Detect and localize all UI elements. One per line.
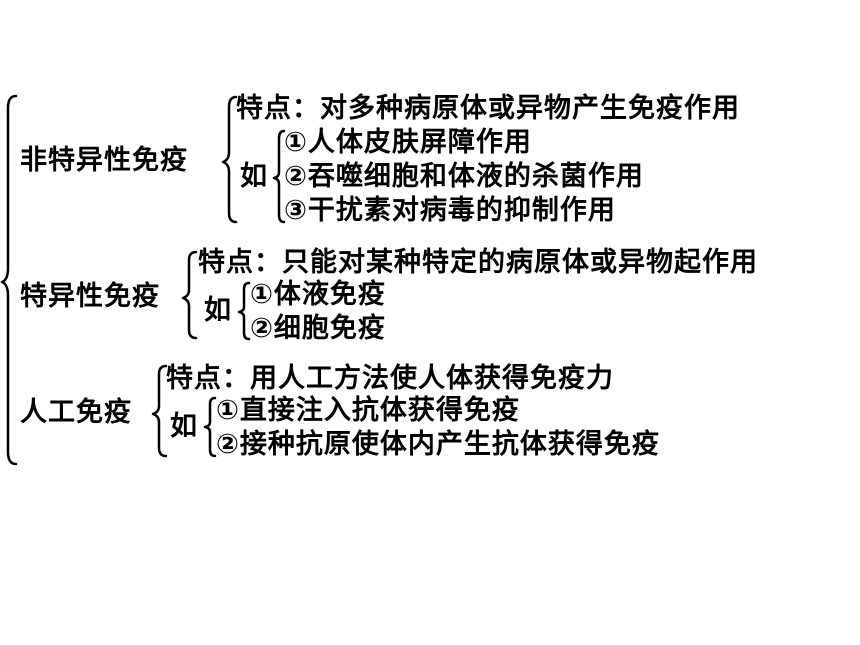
artificial-example-2: ②接种抗原使体内产生抗体获得免疫 [216,429,660,460]
nonspecific-example-1: ①人体皮肤屏障作用 [284,127,532,158]
artificial-label: 人工免疫 [20,397,132,428]
artificial-brace [151,364,168,458]
artificial-feature: 特点：用人工方法使人体获得免疫力 [166,363,614,394]
nonspecific-ru-label: 如 [240,161,268,192]
specific-ru-brace [237,281,251,341]
nonspecific-example-2: ②吞噬细胞和体液的杀菌作用 [284,161,644,192]
specific-ru-label: 如 [204,295,232,326]
specific-brace [181,250,198,340]
specific-label: 特异性免疫 [20,281,160,312]
specific-example-1: ①体液免疫 [250,279,386,310]
artificial-example-1: ①直接注入抗体获得免疫 [216,395,520,426]
nonspecific-brace [221,95,238,224]
nonspecific-feature: 特点：对多种病原体或异物产生免疫作用 [236,93,740,124]
outer-brace [0,94,18,466]
nonspecific-ru-brace [272,129,286,224]
nonspecific-label: 非特异性免疫 [20,145,188,176]
artificial-ru-label: 如 [170,411,198,442]
specific-example-2: ②细胞免疫 [250,313,386,344]
artificial-ru-brace [203,396,217,458]
nonspecific-example-3: ③干扰素对病毒的抑制作用 [284,195,616,226]
specific-feature: 特点：只能对某种特定的病原体或异物起作用 [198,247,758,278]
